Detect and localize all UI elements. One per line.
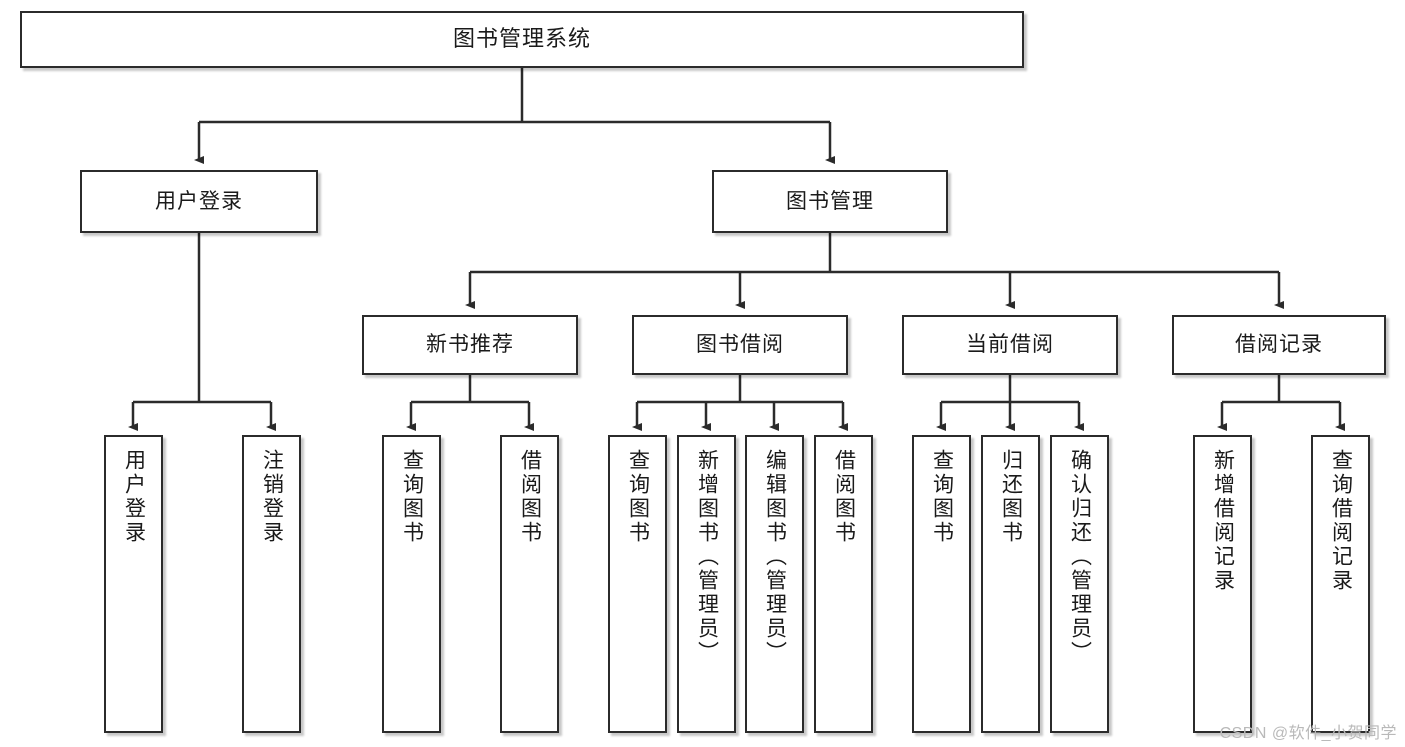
leaf-add-borrow-record[interactable]: 新增借阅记录 <box>1193 435 1252 733</box>
node-label: 查询图书 <box>400 449 424 545</box>
node-user-login[interactable]: 用户登录 <box>80 170 318 233</box>
node-root[interactable]: 图书管理系统 <box>20 11 1024 68</box>
node-label: 查询图书 <box>626 449 650 545</box>
leaf-borrow-books-recommendation[interactable]: 借阅图书 <box>500 435 559 733</box>
node-label: 用户登录 <box>155 189 243 213</box>
leaf-confirm-return-admin[interactable]: 确认归还（管理员） <box>1050 435 1109 733</box>
leaf-add-book-admin[interactable]: 新增图书（管理员） <box>677 435 736 733</box>
node-label: 新书推荐 <box>426 333 514 357</box>
node-label: 确认归还（管理员） <box>1068 449 1092 665</box>
node-label: 图书管理系统 <box>452 26 591 52</box>
node-label: 编辑图书（管理员） <box>763 449 787 665</box>
leaf-query-books-borrow[interactable]: 查询图书 <box>608 435 667 733</box>
node-label: 查询借阅记录 <box>1329 449 1353 593</box>
leaf-borrow-books[interactable]: 借阅图书 <box>814 435 873 733</box>
node-borrow-records[interactable]: 借阅记录 <box>1172 315 1386 375</box>
node-new-book-recommendation[interactable]: 新书推荐 <box>362 315 578 375</box>
leaf-user-login[interactable]: 用户登录 <box>104 435 163 733</box>
node-book-management[interactable]: 图书管理 <box>712 170 948 233</box>
node-label: 借阅图书 <box>518 449 542 545</box>
leaf-query-books-recommendation[interactable]: 查询图书 <box>382 435 441 733</box>
node-book-borrow[interactable]: 图书借阅 <box>632 315 848 375</box>
node-label: 查询图书 <box>930 449 954 545</box>
leaf-query-borrow-record[interactable]: 查询借阅记录 <box>1311 435 1370 733</box>
node-label: 当前借阅 <box>966 333 1054 357</box>
node-label: 图书管理 <box>786 189 874 213</box>
leaf-logout[interactable]: 注销登录 <box>242 435 301 733</box>
node-label: 新增图书（管理员） <box>695 449 719 665</box>
watermark: CSDN @软件_小贺同学 <box>1219 725 1397 742</box>
leaf-query-books-current[interactable]: 查询图书 <box>912 435 971 733</box>
leaf-return-books[interactable]: 归还图书 <box>981 435 1040 733</box>
node-current-borrow[interactable]: 当前借阅 <box>902 315 1118 375</box>
node-label: 用户登录 <box>122 449 146 545</box>
node-label: 图书借阅 <box>696 333 784 357</box>
leaf-edit-book-admin[interactable]: 编辑图书（管理员） <box>745 435 804 733</box>
node-label: 新增借阅记录 <box>1211 449 1235 593</box>
node-label: 借阅图书 <box>832 449 856 545</box>
node-label: 借阅记录 <box>1235 333 1323 357</box>
node-label: 注销登录 <box>260 449 284 545</box>
node-label: 归还图书 <box>999 449 1023 545</box>
